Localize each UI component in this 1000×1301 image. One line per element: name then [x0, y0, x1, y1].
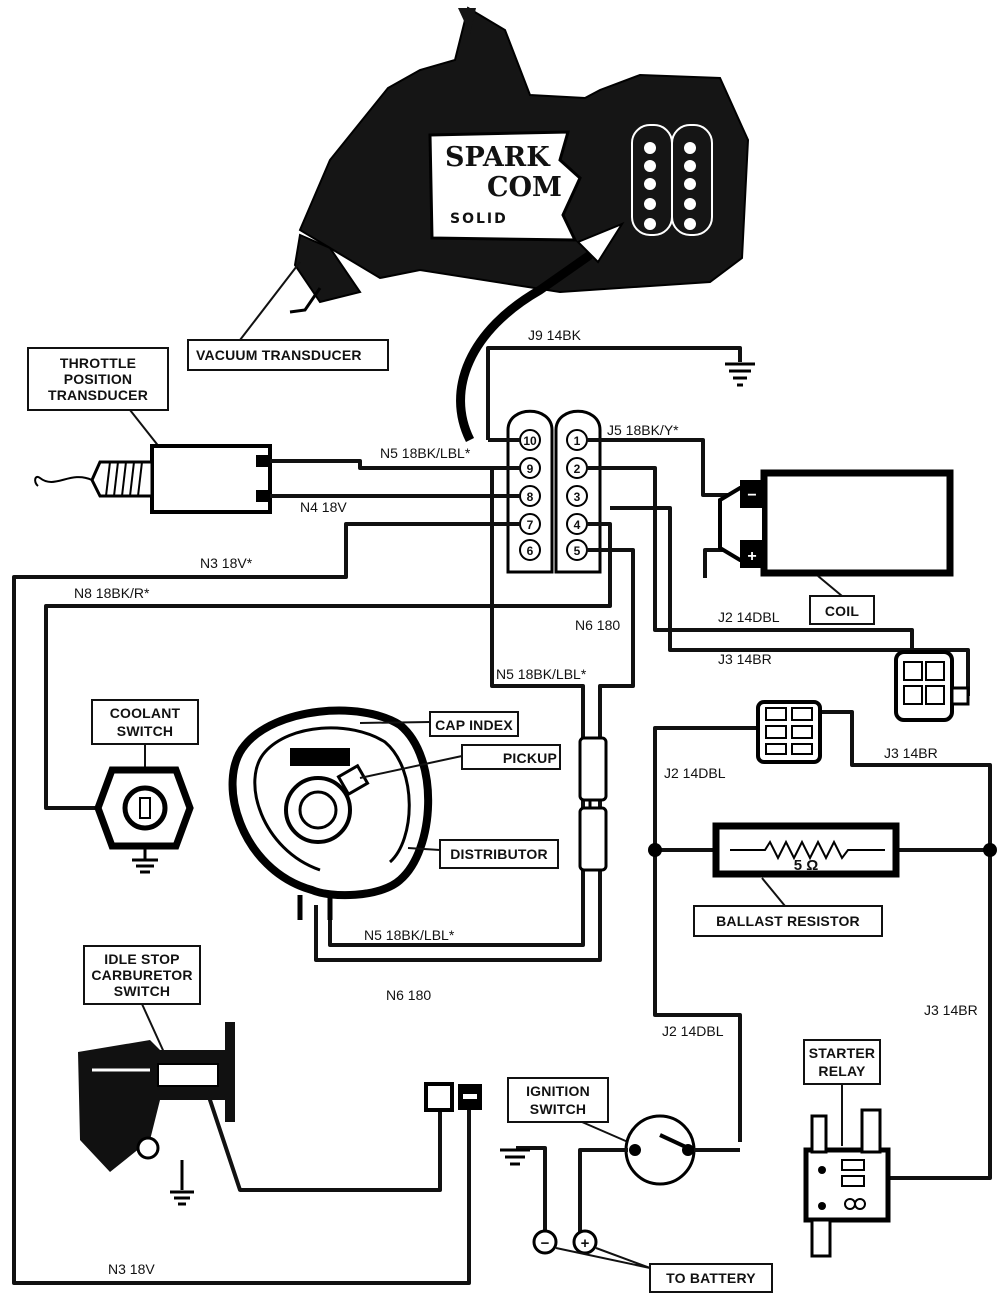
label-n3-bottom: N3 18V [108, 1261, 155, 1277]
wire-j2-left [653, 726, 760, 1142]
distributor-inline-connector [578, 736, 608, 872]
svg-text:STARTER: STARTER [809, 1045, 875, 1061]
harness-cable [456, 251, 593, 443]
ballast-harness-plug [756, 700, 822, 764]
vacuum-transducer-label: VACUUM TRANSDUCER [187, 261, 389, 371]
wire-n5-top [270, 459, 520, 470]
ballast-label: BALLAST RESISTOR [716, 913, 860, 929]
svg-text:TRANSDUCER: TRANSDUCER [48, 387, 148, 403]
coil-label: COIL [825, 603, 859, 619]
harness-arrow [576, 221, 625, 264]
to-battery-label: TO BATTERY [666, 1270, 756, 1286]
svg-text:THROTTLE: THROTTLE [60, 355, 136, 371]
pin-10: 10 [523, 434, 537, 448]
connector-pins-left: 10 9 8 7 6 [519, 429, 541, 561]
pin-1: 1 [574, 434, 581, 448]
svg-text:SWITCH: SWITCH [117, 723, 173, 739]
svg-text:SWITCH: SWITCH [114, 983, 170, 999]
label-n3-top: N3 18V* [200, 555, 253, 571]
label-n5-mid: N5 18BK/LBL* [496, 666, 587, 682]
pin-9: 9 [527, 462, 534, 476]
n3-terminals [424, 1082, 482, 1112]
wire-n8 [44, 522, 612, 810]
wire-labels: J9 14BK J5 18BK/Y* N5 18BK/LBL* N4 18V N… [74, 327, 978, 1277]
distributor-label: DISTRIBUTOR [450, 846, 548, 862]
coil-plus-terminal: + [747, 548, 756, 565]
pin-6: 6 [527, 544, 534, 558]
throttle-position-transducer [34, 444, 272, 514]
ballast-value: 5 Ω [794, 857, 819, 874]
pin-3: 3 [574, 490, 581, 504]
starter-relay: STARTER RELAY [803, 1039, 891, 1258]
idle-stop-carburetor-switch: IDLE STOP CARBURETOR SWITCH [78, 945, 235, 1206]
label-n6-right: N6 180 [575, 617, 620, 633]
wires [12, 346, 997, 1285]
throttle-position-transducer-label: THROTTLE POSITION TRANSDUCER [27, 347, 169, 449]
pin-4: 4 [574, 518, 581, 532]
connector-pins-right: 1 2 3 4 5 [566, 429, 588, 561]
battery-minus: − [541, 1235, 550, 1252]
coil-harness-plug [894, 650, 970, 722]
pickup-label: PICKUP [503, 750, 557, 766]
wire-j5 [586, 438, 740, 497]
label-n5-top: N5 18BK/LBL* [380, 445, 471, 461]
ground-j9 [725, 362, 755, 387]
label-j3-coil: J3 14BR [718, 651, 772, 667]
wire-j3-right [820, 710, 992, 1180]
wire-j3-coil [610, 506, 970, 696]
wire-j2-coil [586, 466, 914, 660]
svg-text:SWITCH: SWITCH [530, 1101, 586, 1117]
battery-plus: + [581, 1235, 590, 1252]
svg-text:CARBURETOR: CARBURETOR [91, 967, 192, 983]
pin-5: 5 [574, 544, 581, 558]
ignition-switch: IGNITION SWITCH − + TO BATTERY [500, 1077, 773, 1293]
svg-text:IDLE STOP: IDLE STOP [104, 951, 179, 967]
distributor: CAP INDEX PICKUP DISTRIBUTOR [228, 706, 561, 920]
label-j2-lower: J2 14DBL [662, 1023, 724, 1039]
brand-spark: SPARK [445, 142, 551, 173]
wire-j9 [486, 346, 742, 440]
ballast-resistor: 5 Ω BALLAST RESISTOR [693, 822, 900, 937]
wire-n5-mid [328, 466, 585, 947]
pin-2: 2 [574, 462, 581, 476]
label-j5: J5 18BK/Y* [607, 422, 679, 438]
label-j2-left: J2 14DBL [664, 765, 726, 781]
coil-minus-terminal: − [747, 487, 756, 504]
label-n4: N4 18V [300, 499, 347, 515]
svg-text:POSITION: POSITION [64, 371, 133, 387]
label-j3-right: J3 14BR [884, 745, 938, 761]
cap-index-label: CAP INDEX [435, 717, 513, 733]
spark-control-computer: SPARK COM SOLID [289, 6, 750, 314]
label-n8: N8 18BK/R* [74, 585, 150, 601]
label-j9: J9 14BK [528, 327, 582, 343]
ignition-coil: − + COIL [718, 469, 954, 625]
wire-n3 [12, 522, 520, 1285]
harness-connector: 10 9 8 7 6 1 2 3 4 5 [506, 409, 602, 574]
label-j3-lower: J3 14BR [924, 1002, 978, 1018]
pin-8: 8 [527, 490, 534, 504]
svg-text:RELAY: RELAY [818, 1063, 866, 1079]
label-j2-coil: J2 14DBL [718, 609, 780, 625]
label-n6-bottom: N6 180 [386, 987, 431, 1003]
wire-n6 [314, 548, 635, 962]
pin-7: 7 [527, 518, 534, 532]
label-n5-bottom: N5 18BK/LBL* [364, 927, 455, 943]
svg-text:IGNITION: IGNITION [526, 1083, 590, 1099]
brand-com: COM [487, 172, 562, 203]
coolant-switch: COOLANT SWITCH [91, 699, 199, 874]
svg-text:VACUUM TRANSDUCER: VACUUM TRANSDUCER [196, 347, 362, 363]
svg-text:COOLANT: COOLANT [110, 705, 181, 721]
brand-solid: SOLID [450, 211, 508, 227]
